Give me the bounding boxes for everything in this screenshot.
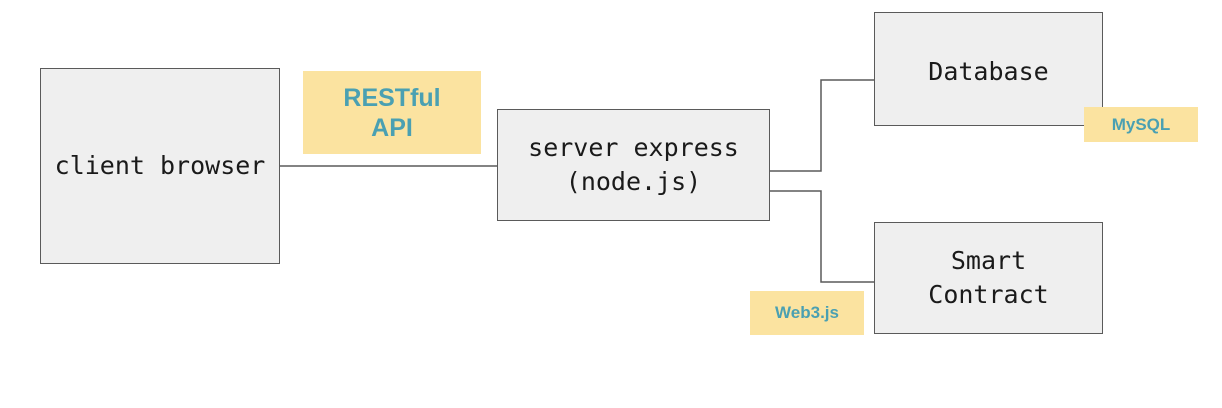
web3js-tag: Web3.js [750,291,864,335]
restful-api-tag: RESTful API [303,71,481,154]
mysql-tag: MySQL [1084,107,1198,142]
connector-server-contract [770,190,874,283]
smart-contract-box: Smart Contract [874,222,1103,334]
server-express-box: server express (node.js) [497,109,770,221]
client-browser-box: client browser [40,68,280,264]
connector-server-database [770,79,874,172]
database-box: Database [874,12,1103,126]
